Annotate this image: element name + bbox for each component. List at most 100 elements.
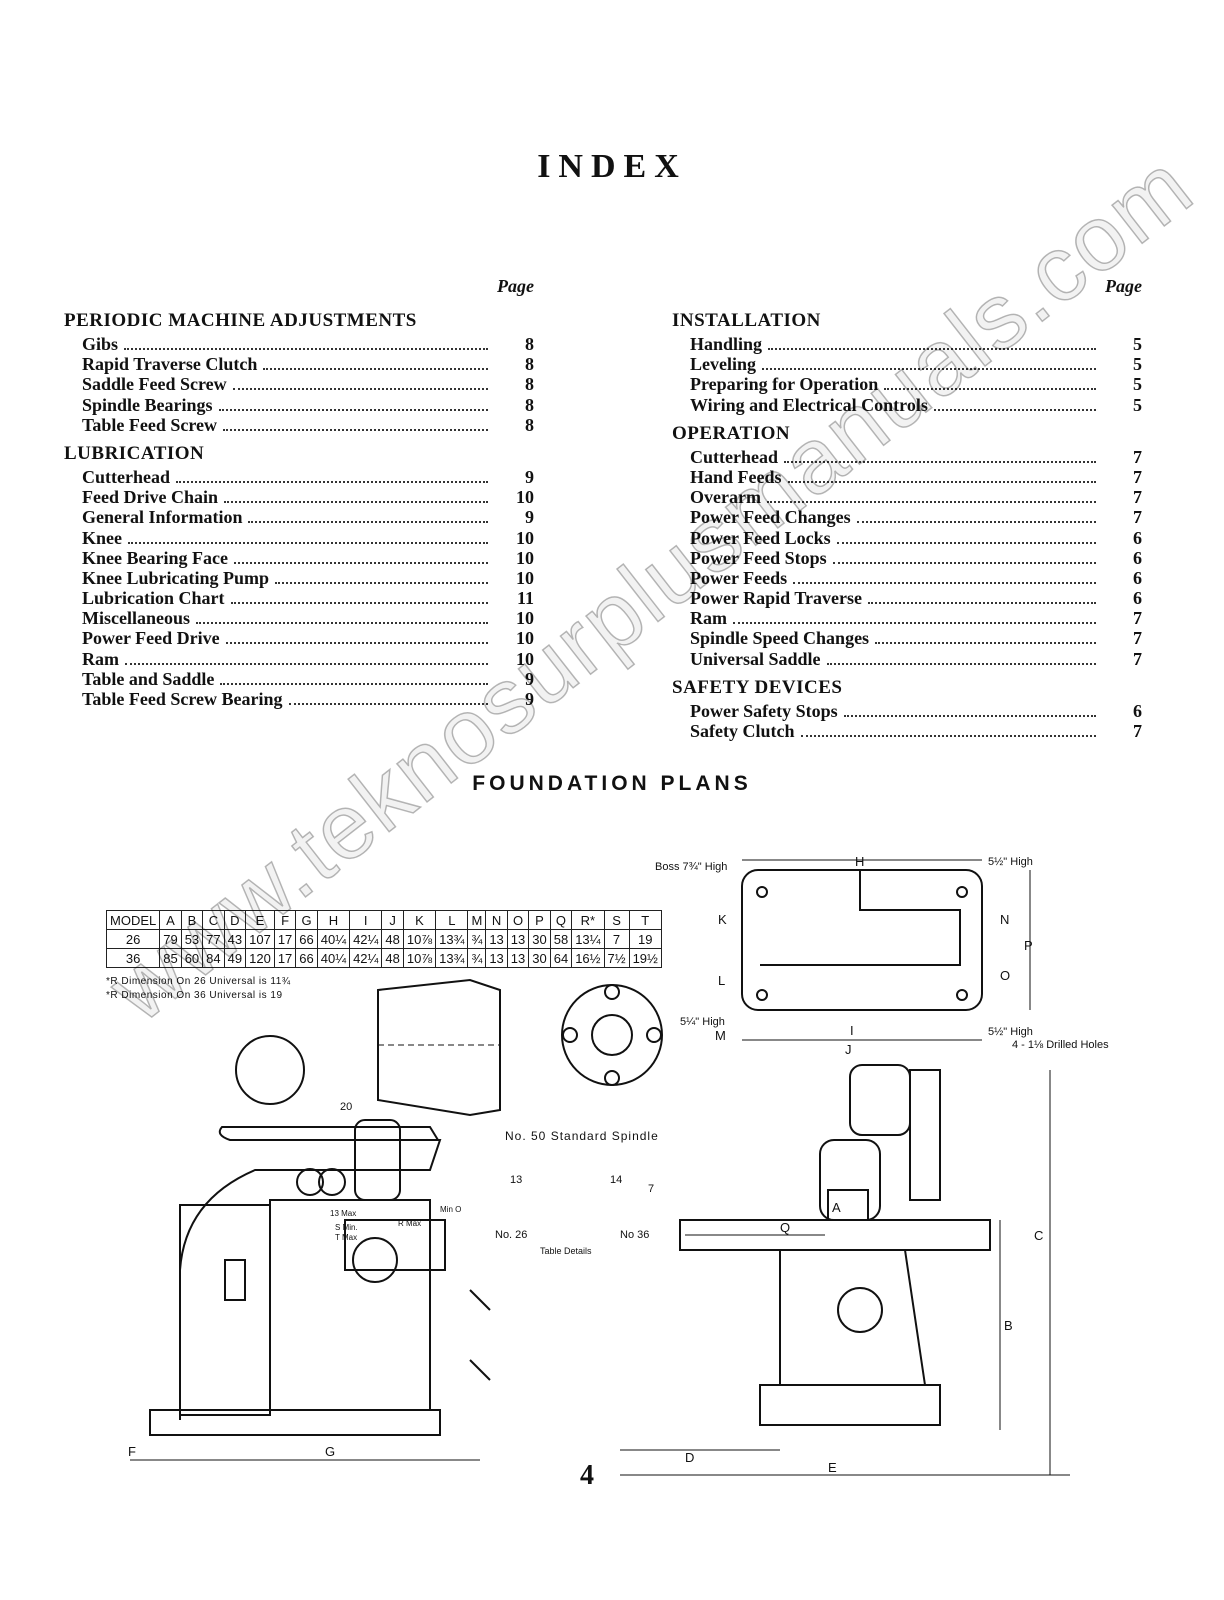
- base-plan-outline: [741, 869, 983, 1011]
- dim-mino: Min O: [440, 1205, 461, 1214]
- dot-leader: [124, 335, 488, 350]
- dot-leader: [836, 529, 1096, 544]
- dot-leader: [233, 549, 488, 564]
- index-entry-label: General Information: [82, 507, 243, 528]
- index-entry-label: Power Feed Drive: [82, 628, 220, 649]
- index-entry-page: 6: [1133, 588, 1142, 609]
- index-entry-page: 7: [1133, 446, 1142, 467]
- index-entry-page: 6: [1133, 567, 1142, 588]
- index-entry-label: Ram: [82, 648, 119, 669]
- index-entry-label: Cutterhead: [82, 466, 170, 487]
- dot-leader: [220, 670, 488, 685]
- dot-leader: [843, 702, 1096, 717]
- dim-20: 20: [340, 1101, 352, 1113]
- dot-leader: [762, 355, 1096, 371]
- dimension-header-cell: J: [381, 910, 404, 930]
- dimension-cell: 7½: [603, 948, 630, 968]
- section-heading: SAFETY DEVICES: [672, 676, 843, 698]
- dimension-header-cell: G: [295, 910, 318, 930]
- dimension-header-cell: O: [506, 910, 530, 930]
- index-entry-label: Preparing for Operation: [690, 374, 879, 395]
- dimension-cell: 7: [603, 929, 630, 949]
- dim-p: P: [1024, 938, 1033, 953]
- index-entry: Table Feed Screw Bearing 9: [64, 689, 534, 709]
- dimension-cell: 40¼: [316, 929, 351, 949]
- dot-leader: [826, 650, 1096, 665]
- index-entry-page: 5: [1133, 334, 1142, 354]
- dim-e: E: [828, 1460, 837, 1475]
- dim-o: O: [1000, 968, 1010, 983]
- section-heading: LUBRICATION: [64, 442, 205, 464]
- index-entry-page: 7: [1133, 608, 1142, 629]
- index-entry-page: 9: [525, 668, 534, 689]
- index-entry-page: 11: [516, 588, 534, 609]
- index-entry-label: Handling: [690, 334, 763, 354]
- dim-7: 7: [648, 1183, 654, 1195]
- dimension-header-cell: M: [467, 910, 487, 930]
- table-details-label: Table Details: [540, 1246, 592, 1256]
- dot-leader: [933, 396, 1096, 411]
- dimension-header-cell: T: [628, 910, 662, 930]
- dim-q: Q: [780, 1220, 790, 1235]
- dim-tmax: T Max: [335, 1233, 357, 1242]
- dimension-cell: 85: [159, 948, 182, 968]
- index-entry-label: Power Feeds: [690, 567, 788, 588]
- index-entry: Preparing for Operation 5: [672, 374, 1142, 394]
- dot-leader: [867, 589, 1096, 605]
- index-entry-page: 8: [525, 394, 534, 415]
- dot-leader: [856, 508, 1096, 524]
- dot-leader: [248, 508, 488, 524]
- index-entry-label: Miscellaneous: [82, 608, 190, 629]
- index-entry-page: 9: [525, 689, 534, 709]
- index-entry-label: Safety Clutch: [690, 721, 795, 741]
- dim-rmax: R Max: [398, 1219, 421, 1228]
- dimension-cell: 30: [528, 948, 551, 968]
- index-entry: General Information 9: [64, 507, 534, 527]
- dim-smin: S Min.: [335, 1223, 358, 1232]
- dimension-cell: 66: [295, 948, 318, 968]
- dot-leader: [275, 569, 488, 584]
- dimension-cell: 10⅞: [402, 929, 437, 949]
- index-entry-page: 10: [516, 547, 534, 568]
- index-entry-page: 7: [1133, 487, 1142, 508]
- dimension-cell: 42¼: [349, 948, 383, 968]
- dimension-cell: ¾: [467, 929, 487, 949]
- dim-n: N: [1000, 912, 1009, 927]
- index-entry-label: Power Feed Locks: [690, 527, 831, 548]
- dimension-cell: 13: [506, 948, 530, 968]
- index-entry-page: 9: [525, 466, 534, 487]
- dimension-cell: 58: [549, 929, 573, 949]
- index-entry-label: Wiring and Electrical Controls: [690, 394, 928, 415]
- dimension-cell: 64: [549, 948, 573, 968]
- high-label-3: 5½" High: [988, 1026, 1033, 1038]
- index-entry-label: Table Feed Screw Bearing: [82, 689, 283, 709]
- dot-leader: [223, 416, 488, 431]
- index-entry-page: 9: [525, 507, 534, 528]
- dimension-cell: 17: [273, 948, 297, 968]
- dot-leader: [875, 629, 1096, 645]
- index-entry-page: 5: [1133, 374, 1142, 395]
- dim-l: L: [718, 973, 725, 988]
- page-column-header: Page: [1105, 276, 1142, 296]
- dimension-header-cell: H: [316, 910, 351, 930]
- index-entry-page: 8: [525, 414, 534, 435]
- index-entry: Handling 5: [672, 334, 1142, 354]
- dimension-cell: 40¼: [316, 948, 351, 968]
- index-entry-label: Power Safety Stops: [690, 700, 838, 721]
- dimension-header-cell: P: [528, 910, 551, 930]
